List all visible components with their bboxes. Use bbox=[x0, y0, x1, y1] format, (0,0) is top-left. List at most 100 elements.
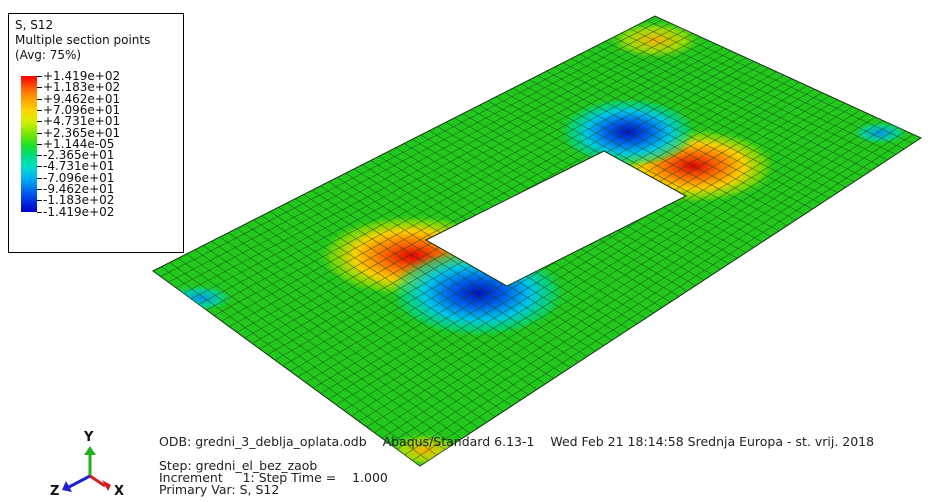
mesh-line bbox=[621, 32, 888, 161]
plate-opening bbox=[424, 150, 688, 287]
mesh-line bbox=[153, 270, 421, 466]
mesh-line bbox=[520, 83, 788, 226]
legend-color-swatch bbox=[21, 177, 37, 190]
mesh-line bbox=[213, 43, 716, 316]
primary-var-line: Primary Var: S, S12 bbox=[159, 482, 280, 497]
mesh-line bbox=[221, 47, 724, 322]
mesh-line bbox=[191, 33, 694, 300]
triad-x-arrowhead bbox=[102, 480, 111, 491]
legend-color-swatch bbox=[21, 121, 37, 134]
triad-x-label: X bbox=[114, 484, 125, 499]
legend-color-swatch bbox=[21, 166, 37, 179]
mesh-line bbox=[396, 127, 899, 450]
mesh-line bbox=[587, 49, 855, 183]
mesh-line bbox=[177, 258, 446, 450]
legend-value: -7.096e+01 bbox=[43, 170, 115, 185]
mesh-line bbox=[554, 66, 821, 204]
mesh-line bbox=[311, 189, 579, 363]
mesh-line bbox=[366, 113, 868, 428]
warm-patch-top bbox=[605, 20, 705, 60]
mesh-line bbox=[206, 40, 709, 311]
legend-value: -9.462e+01 bbox=[43, 182, 115, 196]
mesh-line bbox=[198, 36, 701, 305]
legend-tick bbox=[37, 177, 42, 179]
mesh-line bbox=[211, 241, 479, 428]
legend-tick bbox=[37, 155, 42, 157]
mesh-line bbox=[286, 202, 554, 379]
legend-value: -4.731e+01 bbox=[43, 159, 115, 174]
mesh-line bbox=[175, 26, 678, 288]
mesh-line bbox=[194, 249, 462, 439]
mesh-line bbox=[278, 206, 546, 385]
legend-value: +9.462e+01 bbox=[43, 91, 121, 106]
mesh-line bbox=[229, 50, 732, 327]
legend-color-swatch bbox=[21, 189, 37, 201]
legend-tick bbox=[37, 189, 42, 190]
mesh-line bbox=[228, 232, 496, 418]
legend-tick bbox=[37, 132, 42, 134]
mesh-line bbox=[571, 58, 838, 193]
mesh-line bbox=[638, 24, 905, 150]
legend-color-swatch bbox=[21, 143, 37, 156]
mesh-line bbox=[335, 99, 838, 405]
legend-value: +2.365e+01 bbox=[43, 125, 121, 140]
mesh-line bbox=[183, 29, 686, 294]
legend-value: +1.144e-05 bbox=[43, 136, 115, 151]
mesh-line bbox=[253, 219, 521, 401]
legend-tick bbox=[37, 98, 42, 100]
mesh-line bbox=[320, 185, 588, 357]
legend-color-swatch bbox=[21, 76, 37, 88]
mesh-line bbox=[604, 41, 872, 172]
legend-value: -1.183e+02 bbox=[43, 193, 115, 208]
mesh-line bbox=[629, 28, 897, 155]
mesh-line bbox=[168, 22, 671, 283]
mesh-line bbox=[261, 215, 529, 396]
mesh-line bbox=[646, 19, 913, 144]
mesh-line bbox=[269, 211, 538, 390]
mesh-line bbox=[169, 262, 437, 456]
legend-color-swatch bbox=[21, 109, 37, 122]
step-info-line: Step: gredni_el_bez_zaob bbox=[159, 458, 318, 473]
legend-tick bbox=[37, 166, 42, 168]
mesh-line bbox=[303, 194, 571, 368]
mesh-line bbox=[328, 181, 596, 352]
legend-tick bbox=[37, 143, 42, 145]
legend-panel: S, S12 Multiple section points (Avg: 75%… bbox=[8, 13, 184, 253]
mesh-line bbox=[236, 54, 739, 333]
legend-color-swatch bbox=[21, 155, 37, 168]
legend-color-swatch bbox=[21, 98, 37, 111]
mesh-line bbox=[186, 253, 454, 445]
legend-value: +4.731e+01 bbox=[43, 114, 121, 129]
mesh-line bbox=[351, 106, 853, 417]
legend-tick bbox=[37, 109, 42, 111]
mesh-line bbox=[161, 266, 429, 461]
triad-z-axis bbox=[68, 474, 91, 489]
mesh-line bbox=[613, 36, 880, 166]
mesh-line bbox=[374, 116, 876, 433]
mesh-line bbox=[546, 70, 813, 210]
legend-subtitle: Multiple section points bbox=[15, 33, 151, 47]
axis-triad bbox=[62, 446, 111, 492]
triad-x-axis bbox=[89, 474, 106, 488]
legend-value: +1.183e+02 bbox=[43, 80, 121, 95]
triad-z-arrowhead bbox=[62, 481, 72, 492]
legend-title: S, S12 bbox=[15, 18, 54, 32]
mesh-line bbox=[412, 134, 914, 461]
legend-tick bbox=[37, 87, 42, 89]
mesh-line bbox=[504, 92, 771, 237]
triad-z-label: Z bbox=[50, 484, 60, 499]
increment-info-line: Increment 1: Step Time = 1.000 bbox=[159, 470, 388, 485]
mesh-line bbox=[343, 102, 846, 411]
legend-value: +7.096e+01 bbox=[43, 102, 121, 117]
legend-tick bbox=[37, 211, 42, 213]
mesh-line bbox=[203, 245, 471, 434]
mesh-line bbox=[236, 228, 504, 412]
odb-info-line: ODB: gredni_3_deblja_oplata.odb Abaqus/S… bbox=[159, 434, 875, 449]
mesh-line bbox=[579, 53, 846, 188]
mesh-line bbox=[596, 45, 863, 177]
triad-y-label: Y bbox=[84, 430, 94, 445]
mesh-line bbox=[529, 79, 796, 221]
mesh-line bbox=[512, 87, 780, 232]
mesh-line bbox=[404, 130, 906, 456]
